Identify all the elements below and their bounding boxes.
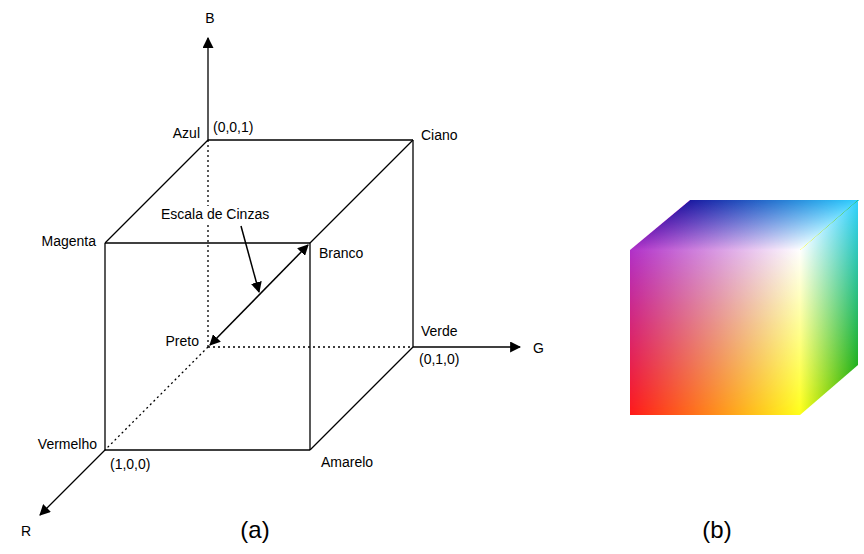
axes	[40, 38, 520, 515]
vertex-label: Preto	[165, 333, 200, 349]
coordinate-label: (0,0,1)	[212, 119, 254, 135]
axis-label: G	[532, 340, 545, 356]
hidden-edges	[105, 140, 413, 450]
callout-label: Escala de Cinzas	[160, 206, 270, 222]
vertex-label: Branco	[318, 245, 364, 261]
cube-wireframe	[105, 140, 413, 450]
grayscale-diagonal	[210, 226, 308, 345]
vertex-label: Ciano	[420, 127, 459, 143]
coordinate-label: (1,0,0)	[109, 456, 151, 472]
vertex-label: Azul	[172, 125, 201, 141]
panel-label: (b)	[701, 516, 732, 544]
axis-label: B	[204, 10, 215, 26]
vertex-label: Amarelo	[320, 454, 374, 470]
vertex-label: Magenta	[41, 233, 97, 249]
color-cube	[630, 200, 860, 415]
coordinate-label: (0,1,0)	[418, 351, 460, 367]
axis-label: R	[20, 523, 32, 539]
vertex-label: Vermelho	[37, 436, 98, 452]
panel-label: (a)	[239, 516, 270, 544]
vertex-label: Verde	[420, 323, 459, 339]
